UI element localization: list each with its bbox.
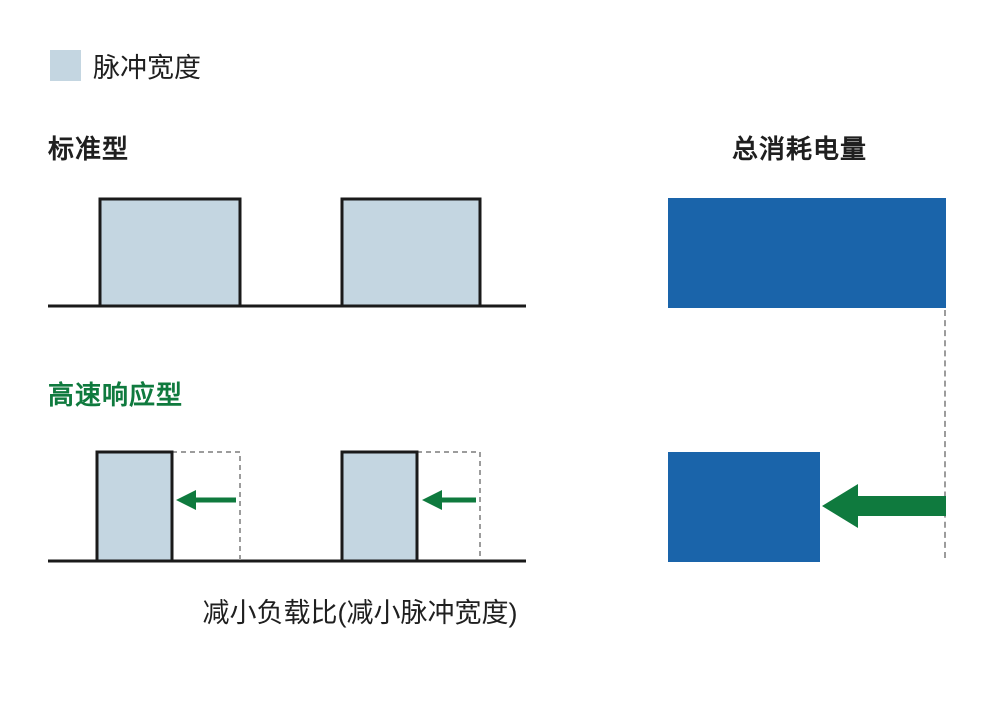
original-width-dashed-2: [417, 451, 481, 560]
standard-consumption-bar: [668, 198, 946, 308]
standard-pulse-2: [340, 197, 482, 308]
pulse-width-swatch-icon: [50, 50, 81, 81]
highspeed-pulse-2: [340, 450, 419, 563]
highspeed-pulse-1: [95, 450, 174, 563]
total-consumption-heading: 总消耗电量: [732, 134, 868, 164]
consumption-reduction-arrow-icon: [822, 484, 946, 528]
reduced-consumption-bar: [668, 452, 820, 562]
duty-ratio-caption: 减小负载比(减小脉冲宽度): [202, 598, 518, 628]
highspeed-waveform: [48, 450, 526, 563]
reduce-width-arrow-icon-1: [176, 490, 236, 510]
standard-pulse-1: [98, 197, 242, 308]
highspeed-type-heading: 高速响应型: [48, 380, 184, 410]
standard-waveform: [48, 197, 526, 308]
pulse-width-label: 脉冲宽度: [93, 53, 201, 83]
legend: 脉冲宽度: [50, 46, 201, 85]
reference-dashed-line: [944, 310, 946, 558]
reduce-width-arrow-icon-2: [422, 490, 476, 510]
standard-type-heading: 标准型: [48, 134, 130, 164]
original-width-dashed-1: [172, 451, 241, 560]
